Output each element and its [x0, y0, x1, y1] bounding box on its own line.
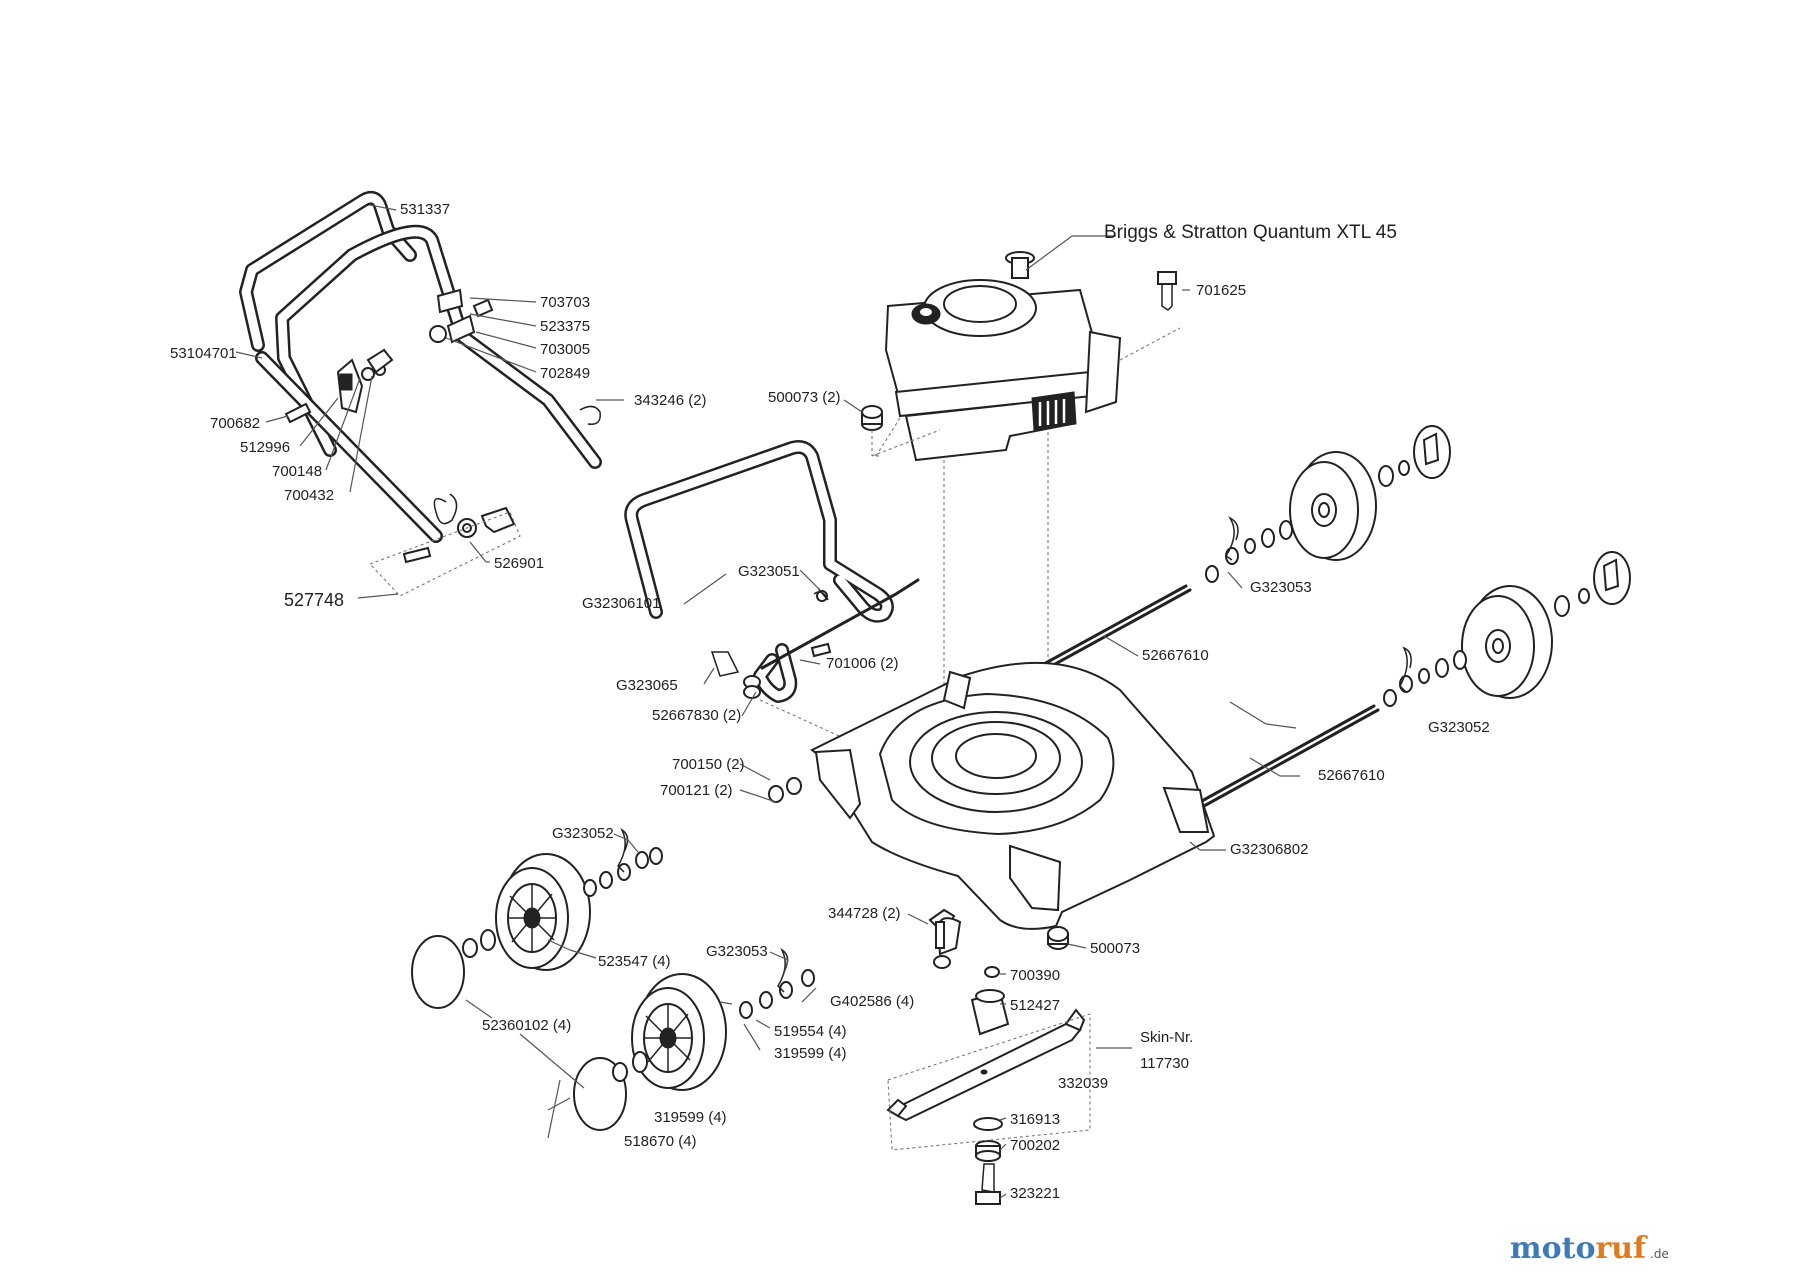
label-700148: 700148	[272, 463, 322, 480]
label-526901: 526901	[494, 555, 544, 572]
label-G323053-top: G323053	[1250, 579, 1312, 596]
label-G402586: G402586 (4)	[830, 993, 914, 1010]
rear-wheel-1	[1289, 451, 1377, 561]
label-G32306802: G32306802	[1230, 841, 1308, 858]
engine-nut	[861, 405, 941, 457]
cable-clip	[336, 358, 364, 414]
front-wheel-1	[495, 853, 591, 971]
label-52667830: 52667830 (2)	[652, 707, 741, 724]
label-52360102: 52360102 (4)	[482, 1017, 571, 1034]
part-labels: 531337 703703 523375 703005 702849 53104…	[170, 201, 1490, 1202]
label-518670: 518670 (4)	[624, 1133, 697, 1150]
brand-logo: motoruf .de	[1510, 1231, 1669, 1266]
skin-label-1: Skin-Nr.	[1140, 1029, 1193, 1046]
label-701006: 701006 (2)	[826, 655, 899, 672]
brand-tld: .de	[1650, 1247, 1669, 1261]
blade-assembly	[886, 908, 1091, 1205]
label-332039: 332039	[1058, 1075, 1108, 1092]
label-701625: 701625	[1196, 282, 1246, 299]
label-700202: 700202	[1010, 1137, 1060, 1154]
leader-lines	[235, 204, 1300, 1199]
label-700682: 700682	[210, 415, 260, 432]
label-319599-mid: 319599 (4)	[774, 1045, 847, 1062]
label-500073-top: 500073 (2)	[768, 389, 841, 406]
label-52667610-top: 52667610	[1142, 647, 1209, 664]
label-G323053-bottom: G323053	[706, 943, 768, 960]
rear-wheel-1-cap	[1413, 425, 1451, 479]
svg-text:motoruf: motoruf	[1510, 1231, 1648, 1266]
label-500073-bottom: 500073	[1090, 940, 1140, 957]
engine-bolt	[1157, 271, 1177, 311]
front-axle	[1198, 704, 1380, 808]
rear-washers	[1205, 460, 1590, 707]
cable-hook	[369, 493, 521, 597]
brand-text-moto: motoruf	[1510, 1231, 1648, 1266]
skin-label-2: 117730	[1140, 1055, 1189, 1072]
mower-deck	[810, 661, 1216, 930]
label-703703: 703703	[540, 294, 590, 311]
label-G32306101: G32306101	[582, 595, 660, 612]
label-523375: 523375	[540, 318, 590, 335]
label-703005: 703005	[540, 341, 590, 358]
label-523547: 523547 (4)	[598, 953, 671, 970]
label-343246: 343246 (2)	[634, 392, 707, 409]
label-512996: 512996	[240, 439, 290, 456]
label-700121: 700121 (2)	[660, 782, 733, 799]
label-512427: 512427	[1010, 997, 1060, 1014]
label-52667610-bottom: 52667610	[1318, 767, 1385, 784]
engine-label: Briggs & Stratton Quantum XTL 45	[1104, 222, 1397, 243]
label-G323052-right: G323052	[1428, 719, 1490, 736]
label-527748: 527748	[284, 590, 344, 610]
label-702849: 702849	[540, 365, 590, 382]
label-G323051: G323051	[738, 563, 800, 580]
rear-wheel-2-cap	[1593, 551, 1631, 605]
label-323221: 323221	[1010, 1185, 1060, 1202]
label-G323052-left: G323052	[552, 825, 614, 842]
label-316913: 316913	[1010, 1111, 1060, 1128]
label-344728: 344728 (2)	[828, 905, 901, 922]
label-519554: 519554 (4)	[774, 1023, 847, 1040]
label-531337: 531337	[400, 201, 450, 218]
label-G323065: G323065	[616, 677, 678, 694]
front-wheel-2	[631, 973, 727, 1091]
rear-wheel-2	[1461, 585, 1553, 699]
label-700150: 700150 (2)	[672, 756, 745, 773]
handle-bolts	[284, 288, 601, 425]
deck-bolts	[933, 921, 1069, 969]
label-700390: 700390	[1010, 967, 1060, 984]
engine	[875, 251, 1181, 700]
label-700432: 700432	[284, 487, 334, 504]
front-washers	[462, 777, 815, 1082]
catcher-frame	[624, 440, 920, 703]
upper-handle	[239, 190, 602, 543]
label-53104701: 53104701	[170, 345, 237, 362]
label-319599-bottom: 319599 (4)	[654, 1109, 727, 1126]
